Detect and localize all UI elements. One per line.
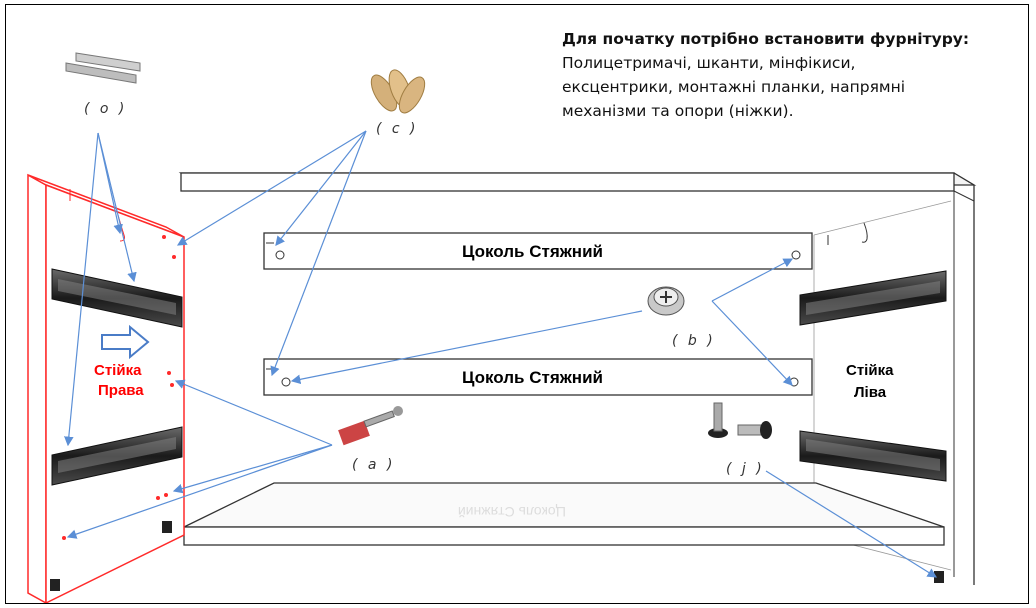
top-panel <box>178 172 977 202</box>
leader-lines-j <box>765 470 938 578</box>
beam-bottom-shape <box>263 358 813 396</box>
svg-text:Цоколь Стяжний: Цоколь Стяжний <box>458 504 566 520</box>
part-label-o: ( o ) <box>84 101 128 117</box>
left-side-label-1: Стійка <box>846 362 894 379</box>
right-side-label-2: Права <box>98 382 144 399</box>
instructions-line-1: Полицетримачі, шканти, мінфікиси, <box>562 54 856 72</box>
minifix-icon <box>338 406 403 446</box>
part-label-a: ( a ) <box>352 457 396 473</box>
beam-top-shape <box>263 232 813 270</box>
dowel-icon <box>370 69 426 114</box>
beam-bottom-label: Цоколь Стяжний <box>462 368 603 387</box>
part-label-j: ( j ) <box>726 461 765 477</box>
instructions-line-3: механізми та опори (ніжки). <box>562 102 794 120</box>
right-side-label-1: Стійка <box>94 362 142 379</box>
assembly-illustration: Цоколь Стяжний <box>27 52 977 603</box>
diagram-frame: Цоколь Стяжний <box>5 4 1029 604</box>
leader-lines-c <box>176 130 367 377</box>
leveling-foot-icon <box>708 402 772 439</box>
right-rail-top <box>51 268 183 328</box>
part-label-c: ( c ) <box>376 121 419 137</box>
instructions-heading: Для початку потрібно встановити фурнітур… <box>562 30 970 48</box>
leader-lines-b <box>290 258 794 386</box>
leader-lines-a <box>66 379 333 539</box>
instructions-line-2: ексцентрики, монтажні планки, напрямні <box>562 78 906 96</box>
right-rail-bottom <box>51 426 183 486</box>
right-side-panel <box>27 173 185 603</box>
left-side-label-2: Ліва <box>854 384 887 401</box>
left-side-rails <box>799 222 947 583</box>
part-label-b: ( b ) <box>672 333 716 349</box>
leader-lines-o <box>64 132 137 447</box>
beam-top-label: Цоколь Стяжний <box>462 242 603 261</box>
slide-mechanism-icon <box>65 52 141 84</box>
cam-lock-icon <box>647 286 685 316</box>
instructions-block: Для початку потрібно встановити фурнітур… <box>562 27 1012 123</box>
bottom-panel: Цоколь Стяжний <box>183 482 945 546</box>
